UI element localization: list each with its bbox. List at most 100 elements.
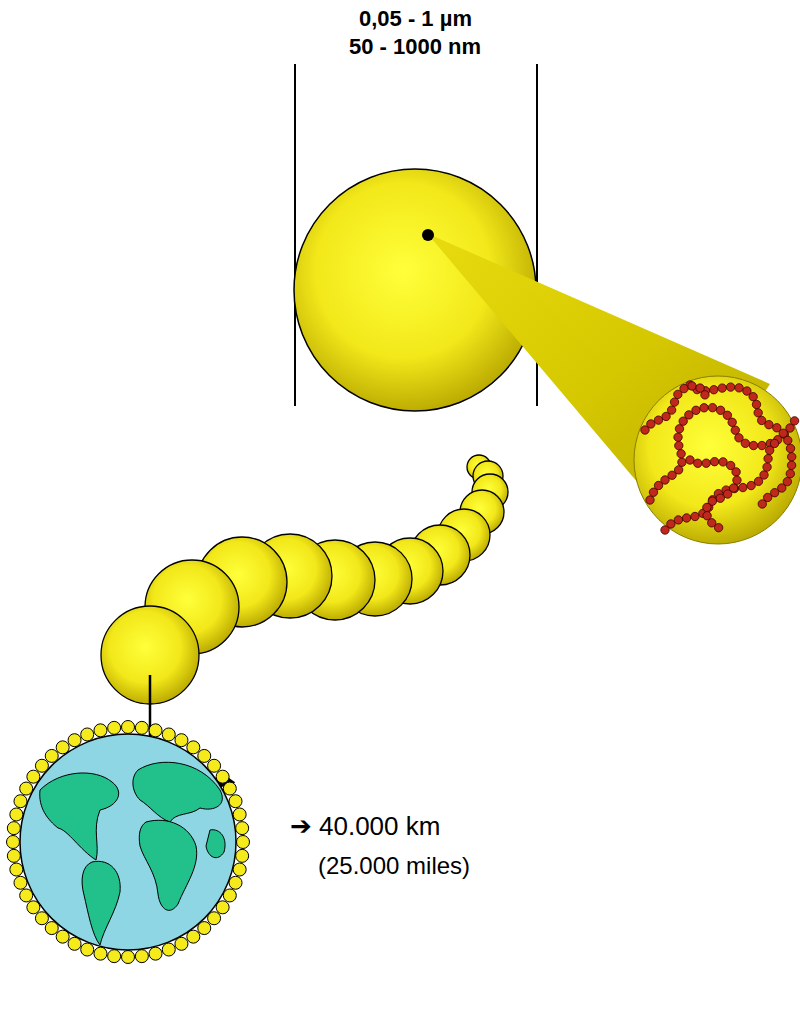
globe-bead (237, 836, 250, 849)
monomer-bead (700, 404, 708, 412)
monomer-bead (670, 398, 678, 406)
monomer-bead (790, 417, 798, 425)
polymer-chain (661, 439, 779, 534)
polymer-chain (646, 403, 799, 504)
globe-bead (56, 930, 69, 943)
polymer-chain (686, 381, 796, 508)
globe-bead (14, 876, 27, 889)
monomer-bead (710, 457, 718, 465)
monomer-bead (716, 494, 724, 502)
monomer-bead (770, 439, 778, 447)
monomer-bead (786, 444, 794, 452)
monomer-bead (735, 384, 743, 392)
monomer-bead (646, 496, 654, 504)
globe-bead (68, 937, 81, 950)
globe-bead (122, 721, 135, 734)
monomer-bead (701, 391, 709, 399)
monomer-bead (732, 468, 740, 476)
globe-bead (223, 889, 236, 902)
monomer-bead (694, 459, 702, 467)
earth-globe (20, 734, 236, 950)
monomer-bead (647, 420, 655, 428)
monomer-bead (786, 470, 794, 478)
globe-bead (20, 889, 33, 902)
monomer-bead (674, 433, 682, 441)
monomer-bead (764, 454, 772, 462)
globe-bead (20, 782, 33, 795)
monomer-bead (760, 471, 768, 479)
sphere-chain (101, 455, 508, 704)
globe-bead (45, 922, 58, 935)
monomer-bead (675, 441, 683, 449)
globe-bead (135, 950, 148, 963)
globe-bead (175, 734, 188, 747)
polymer-chain (641, 382, 709, 434)
monomer-bead (752, 400, 760, 408)
globe-bead (229, 795, 242, 808)
globe-bead (216, 770, 229, 783)
monomer-bead (677, 450, 685, 458)
globe-bead (236, 822, 249, 835)
monomer-bead (719, 458, 727, 466)
monomer-bead (682, 514, 690, 522)
monomer-bead (674, 516, 682, 524)
globe-bead (175, 937, 188, 950)
monomer-bead (654, 416, 662, 424)
polymer-chains (641, 381, 799, 534)
monomer-bead (787, 453, 795, 461)
globe-bead (94, 724, 107, 737)
globe-bead (149, 724, 162, 737)
monomer-bead (708, 403, 716, 411)
monomer-bead (763, 463, 771, 471)
globe-bead (10, 863, 23, 876)
globe-bead (7, 836, 20, 849)
monomer-bead (692, 406, 700, 414)
globe-bead (81, 943, 94, 956)
monomer-bead (749, 441, 757, 449)
monomer-bead (675, 425, 683, 433)
length-label: ➔ 40.000 km (290, 812, 440, 842)
globe-bead (14, 795, 27, 808)
globe-bead (45, 749, 58, 762)
monomer-bead (758, 500, 766, 508)
monomer-bead (680, 384, 688, 392)
monomer-bead (784, 436, 792, 444)
monomer-bead (728, 418, 736, 426)
globe-bead (162, 728, 175, 741)
globe-bead (35, 912, 48, 925)
globe-bead (35, 759, 48, 772)
globe-bead (208, 759, 221, 772)
dimension-label: 50 - 1000 nm (349, 34, 481, 59)
globe-bead (81, 728, 94, 741)
globe-bead (108, 950, 121, 963)
monomer-bead (667, 520, 675, 528)
monomer-bead (688, 382, 696, 390)
globe-bead (236, 849, 249, 862)
globe-bead (10, 808, 23, 821)
monomer-bead (678, 458, 686, 466)
globe-bead (198, 922, 211, 935)
globe-bead (233, 863, 246, 876)
monomer-bead (726, 383, 734, 391)
globe-bead (162, 943, 175, 956)
globe-bead (187, 741, 200, 754)
dimension-line (294, 64, 296, 406)
monomer-bead (765, 421, 773, 429)
globe-bead (27, 770, 40, 783)
monomer-bead (691, 512, 699, 520)
globe-bead (135, 721, 148, 734)
monomer-bead (703, 503, 711, 511)
globe-bead (27, 901, 40, 914)
globe-bead (94, 947, 107, 960)
globe-bead (68, 734, 81, 747)
monomer-bead (674, 466, 682, 474)
globe-bead (122, 951, 135, 964)
globe-bead (233, 808, 246, 821)
dimension-label: 0,05 - 1 µm (359, 6, 472, 31)
monomer-bead (787, 461, 795, 469)
globe-bead (149, 947, 162, 960)
monomer-bead (754, 409, 762, 417)
monomer-bead (667, 406, 675, 414)
monomer-bead (718, 384, 726, 392)
monomer-bead (739, 483, 747, 491)
